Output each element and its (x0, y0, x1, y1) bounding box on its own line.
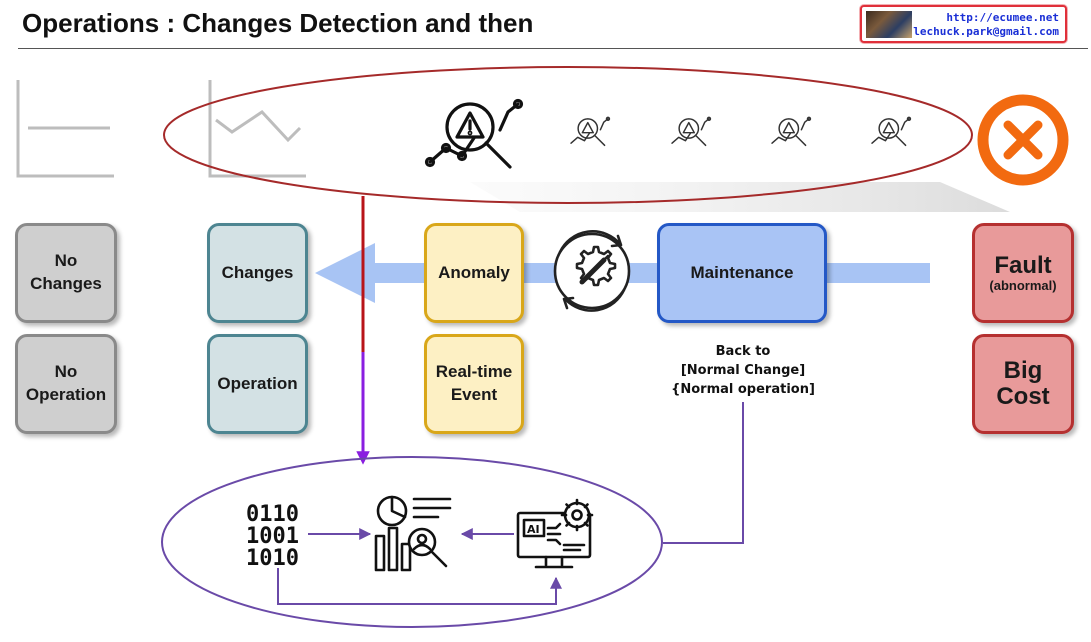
back-to-line2: [Normal Change] (680, 363, 806, 378)
anomaly-detection-small-icon-4 (871, 116, 912, 147)
credit-url[interactable]: http://ecumee.net (946, 11, 1059, 24)
anomaly-label: Anomaly (438, 262, 510, 282)
changes-label: Changes (221, 262, 294, 282)
big-cost-line1: Big (1003, 356, 1043, 384)
svg-text:AI: AI (527, 523, 540, 536)
gear-wrench-cycle-icon (553, 230, 631, 312)
back-to-line3: {Normal operation] (671, 382, 815, 397)
title-divider (18, 48, 1088, 49)
operation-label: Operation (217, 373, 298, 393)
anomaly-detection-small-icon-1 (570, 116, 611, 147)
zigzag-line-chart-icon (208, 80, 306, 178)
page-title: Operations : Changes Detection and then (22, 8, 534, 38)
fault-line2: (abnormal) (989, 278, 1057, 294)
credit-badge: http://ecumee.net lechuck.park@gmail.com (860, 5, 1067, 43)
arrow-binary-loop-to-ai (277, 568, 562, 605)
anomaly-detection-small-icon-3 (771, 116, 812, 147)
detection-ellipse (163, 66, 973, 204)
anomaly-detection-magnifier-icon (424, 98, 524, 169)
credit-email[interactable]: lechuck.park@gmail.com (913, 25, 1059, 38)
changes-box: Changes (207, 223, 308, 323)
cycle-ellipse (161, 456, 663, 628)
no-operation-line1: No (54, 362, 78, 382)
return-connector (663, 402, 744, 544)
binary-line-1: 0110 (246, 502, 299, 527)
ai-computer-gear-icon: AI (516, 498, 594, 569)
data-analytics-icon (374, 495, 452, 572)
back-to-normal-note: Back to [Normal Change] {Normal operatio… (650, 342, 836, 399)
maintenance-box: Maintenance (657, 223, 827, 323)
no-operation-line2: Operation (25, 385, 107, 404)
big-cost-box: Big Cost (972, 334, 1074, 434)
flat-line-chart-icon (16, 80, 114, 178)
no-operation-box: No Operation (15, 334, 117, 434)
realtime-line1: Real-time (435, 362, 513, 382)
anomaly-box: Anomaly (424, 223, 524, 323)
fault-box: Fault (abnormal) (972, 223, 1074, 323)
realtime-line2: Event (450, 385, 498, 404)
back-to-line1: Back to (715, 344, 771, 359)
no-changes-line2: Changes (30, 274, 102, 293)
big-cost-line2: Cost (996, 383, 1050, 410)
anomaly-detection-small-icon-2 (671, 116, 712, 147)
x-circle-icon (977, 94, 1069, 186)
maintenance-label: Maintenance (690, 262, 794, 282)
no-changes-line1: No (54, 251, 78, 271)
binary-line-2: 1001 (246, 524, 299, 549)
no-changes-box: No Changes (15, 223, 117, 323)
fault-line1: Fault (994, 251, 1052, 279)
binary-line-3: 1010 (246, 546, 299, 571)
avatar (866, 11, 912, 38)
operation-box: Operation (207, 334, 308, 434)
realtime-event-box: Real-time Event (424, 334, 524, 434)
